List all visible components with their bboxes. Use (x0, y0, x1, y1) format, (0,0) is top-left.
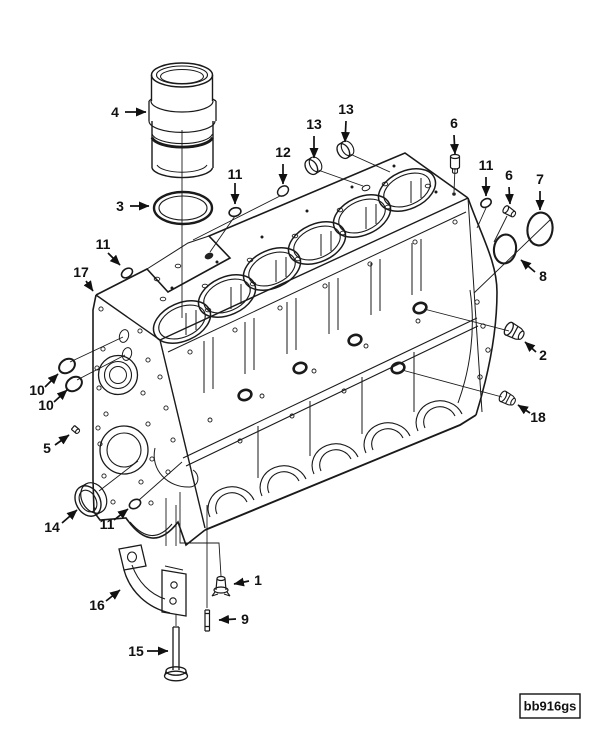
oring-part-11-left (120, 267, 134, 279)
callout-11-bottom: 11 (100, 516, 115, 532)
plug-part-6-right (502, 205, 517, 218)
fitting-part-1 (211, 575, 231, 597)
dowel-pin-part-9 (204, 609, 211, 632)
callout-15: 15 (128, 643, 144, 659)
figure-code: bb916gs (524, 699, 577, 714)
cylinder-bores (152, 168, 437, 344)
pipe-plug-part-2 (503, 321, 525, 340)
oring-part-12 (276, 185, 290, 197)
engine-block-body (92, 152, 498, 547)
callout-6-top: 6 (450, 115, 458, 131)
callout-13-left: 13 (306, 116, 322, 132)
cylinder-liner-part-4 (148, 62, 217, 318)
callout-17: 17 (73, 264, 89, 280)
cup-plug-part-13-left (304, 156, 323, 176)
callout-2: 2 (539, 347, 547, 363)
callout-11-liner: 11 (228, 166, 243, 182)
callout-1: 1 (254, 572, 262, 588)
deck-bolt-holes (153, 164, 438, 313)
callout-7: 7 (536, 171, 544, 187)
oring-part-10-b (65, 375, 83, 393)
callout-6-right: 6 (505, 167, 513, 183)
callout-10-b: 10 (38, 397, 54, 413)
callout-11-right: 11 (479, 157, 494, 173)
callout-18: 18 (530, 409, 546, 425)
callout-8: 8 (539, 268, 547, 284)
callout-4: 4 (111, 104, 119, 120)
cap-bolt-part-15 (163, 626, 189, 682)
oring-part-10-a (58, 357, 76, 375)
callout-arrows (44, 107, 545, 656)
plug-part-5 (70, 425, 81, 435)
figure-code-box: bb916gs (519, 693, 581, 719)
callout-16: 16 (89, 597, 105, 613)
callout-12: 12 (275, 144, 291, 160)
callout-14: 14 (44, 519, 60, 535)
callout-5: 5 (43, 440, 51, 456)
main-bearing-cap-part-16 (118, 544, 187, 617)
oring-part-7 (526, 211, 554, 247)
small-parts (58, 140, 554, 517)
liner-seal-part-3 (152, 190, 214, 226)
callout-10-a: 10 (29, 382, 45, 398)
pipe-plug-part-18 (498, 390, 516, 406)
oring-part-11-right (480, 197, 492, 209)
cup-plug-part-14 (74, 482, 108, 517)
oring-part-11-top (228, 206, 242, 218)
oring-part-8 (492, 233, 518, 265)
callout-labels: 4 3 11 12 13 13 6 11 6 7 8 2 18 17 11 10… (29, 101, 547, 659)
cup-plug-part-13-right (336, 140, 355, 160)
callout-13-right: 13 (338, 101, 354, 117)
callout-9: 9 (241, 611, 249, 627)
leader-lines (69, 153, 552, 626)
side-face-detail (167, 211, 479, 518)
right-end-detail (474, 299, 491, 380)
callout-11-left: 11 (96, 236, 111, 252)
oring-part-11-bottom (128, 498, 142, 510)
callout-3: 3 (116, 198, 124, 214)
